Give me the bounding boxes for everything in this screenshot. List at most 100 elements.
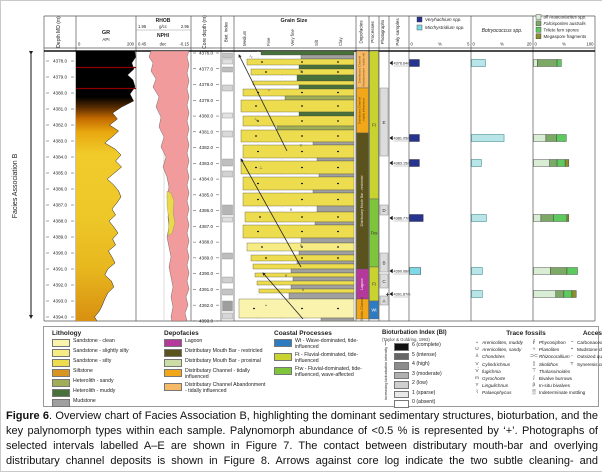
bar-spores-segment <box>537 59 558 67</box>
trace-fossil-symbol: ᴗ <box>475 340 479 346</box>
legend-item-label: Distributary Mouth Bar - proximal <box>185 358 261 364</box>
lith-bed <box>288 292 355 300</box>
trace-fossil-symbol: ⌇ <box>475 390 479 396</box>
bi-box <box>222 52 233 59</box>
bi-swatch <box>394 371 409 379</box>
lith-bed <box>320 317 355 322</box>
biot-index-header: Biot. Index <box>224 21 229 42</box>
trace-fossil-name: Thalassinoides <box>538 368 571 374</box>
lith-bed <box>296 74 355 82</box>
accessory-name: Syneresis cracks <box>577 361 602 367</box>
bi-box <box>222 66 233 73</box>
legend-swatch <box>164 359 182 367</box>
bar-spores-segment <box>533 214 542 222</box>
nphi-max: -0.15 <box>179 42 189 47</box>
lith-bed <box>260 50 355 56</box>
carbonaceous-speck <box>337 246 339 248</box>
lith-bed <box>244 211 355 223</box>
legend-swatch <box>274 366 292 375</box>
lith-bed <box>254 272 355 278</box>
legend-item-label: Sandstone - slightly silty <box>73 348 129 354</box>
depofacies-label: Distributary Channel <box>358 56 362 84</box>
depofacies-label: Distributary Mouth Bar - restricted <box>360 176 364 227</box>
trace-fossil-name: Bivalve burrows <box>538 376 572 382</box>
lith-bed <box>242 192 355 207</box>
lith-bed <box>238 298 355 319</box>
sed-structure-symbol: ∨ <box>284 273 288 278</box>
paly-sample-marker <box>389 268 393 274</box>
accessory-name: Carbonaceous material <box>577 340 602 346</box>
sed-structure-symbol: ⌣ <box>268 87 271 92</box>
depofacies-label: Distributary Channel <box>358 97 362 125</box>
depth-md-tick-label: 4378.0 <box>53 59 67 64</box>
legend-item: Sandstone - clean <box>52 338 158 347</box>
paly-sample-label: 4383.15m <box>394 162 411 166</box>
trace-fossil-name: Planolites <box>538 347 560 353</box>
depth-md-tick-label: 4390.0 <box>53 251 67 256</box>
legend-swatch <box>52 369 70 377</box>
chart-legend-label: Falcisporites australis <box>544 21 587 26</box>
sed-structure-symbol: Y <box>299 143 302 148</box>
carbonaceous-speck <box>265 257 267 259</box>
legend-item-label: Siltstone <box>73 368 93 374</box>
legend-item-label: Heterolith - sandy <box>73 378 114 384</box>
bar-spores-segment <box>533 159 550 167</box>
legend-accessories-title: Accessories <box>582 330 602 337</box>
chart-legend-swatch <box>535 20 542 27</box>
lith-bed <box>312 141 355 146</box>
lith-bed <box>290 268 355 274</box>
trace-fossil-name: Arenicolites, muddy <box>482 340 523 346</box>
process-label: Ft <box>372 123 377 128</box>
bi-box <box>222 300 233 312</box>
depth-md-tick-label: 4392.0 <box>53 283 67 288</box>
nphi-min: 0.45 <box>138 42 147 47</box>
carbonaceous-speck <box>301 166 303 169</box>
process-label: Ft <box>372 282 377 287</box>
carbonaceous-speck <box>301 71 303 73</box>
carbonaceous-speck <box>301 182 303 185</box>
lith-bed <box>298 250 355 256</box>
trace-fossil-name: Cylindrichnus <box>482 361 511 367</box>
trace-fossil-name: Gyrochorte <box>482 376 506 382</box>
carbonaceous-speck <box>301 61 303 63</box>
bi-swatch <box>394 400 409 408</box>
lith-bed <box>300 54 355 60</box>
accessory-symbol: ▫ <box>571 354 573 360</box>
trace-column-2: ∮Phycosiphon≈Planolites⊃⊂Rhizocorallium▯… <box>529 339 585 397</box>
accessory-symbol: Ƭ <box>570 361 574 367</box>
rhob-min: 1.95 <box>138 24 147 29</box>
legend-item-label: Mudstone <box>73 398 96 404</box>
bi-item-label: 6 (complete) <box>412 342 441 348</box>
legend-coastal-processes: Coastal Processes Wt - Wave-dominated, t… <box>274 330 378 381</box>
core-depth-tick-label: 4385.0 <box>199 192 213 197</box>
trace-fossil-name: Skolithos <box>538 361 558 367</box>
trace-fossil-symbol: ∮ <box>532 340 536 346</box>
bi-swatch <box>394 390 409 398</box>
core-depth-header: Core depth (m) <box>202 15 208 49</box>
trace-fossil-symbol: V̕ <box>475 368 479 374</box>
chart-legend-label: Micrhystridium spp. <box>425 25 465 30</box>
trace-fossil-name: Chondrites <box>482 354 505 360</box>
trace-fossil-symbol: m <box>475 376 479 382</box>
carbonaceous-speck <box>337 150 339 153</box>
legend-swatch <box>52 339 70 347</box>
bar-botryococcus <box>471 267 483 275</box>
trace-fossil-item: ⊃⊂Rhizocorallium <box>529 353 581 360</box>
depofacies-label: Lagoon <box>360 278 364 289</box>
bi-item-label: 0 (absent) <box>412 399 436 405</box>
legend-swatch <box>52 379 70 387</box>
gr-max: 200 <box>127 42 135 47</box>
core-depth-tick-label: 4388.0 <box>199 240 213 245</box>
legend-bi-subtitle: (Taylor & Goldring, 1993) <box>382 337 430 342</box>
carbonaceous-speck <box>259 216 261 218</box>
legend-item-label: Wt - Wave-dominated, tide-influenced <box>295 338 358 350</box>
paly-samples-header: Paly samples <box>395 18 400 46</box>
grain-class-label: Very fine <box>290 29 295 46</box>
carbonaceous-speck <box>301 307 303 310</box>
process-segment <box>369 300 379 320</box>
